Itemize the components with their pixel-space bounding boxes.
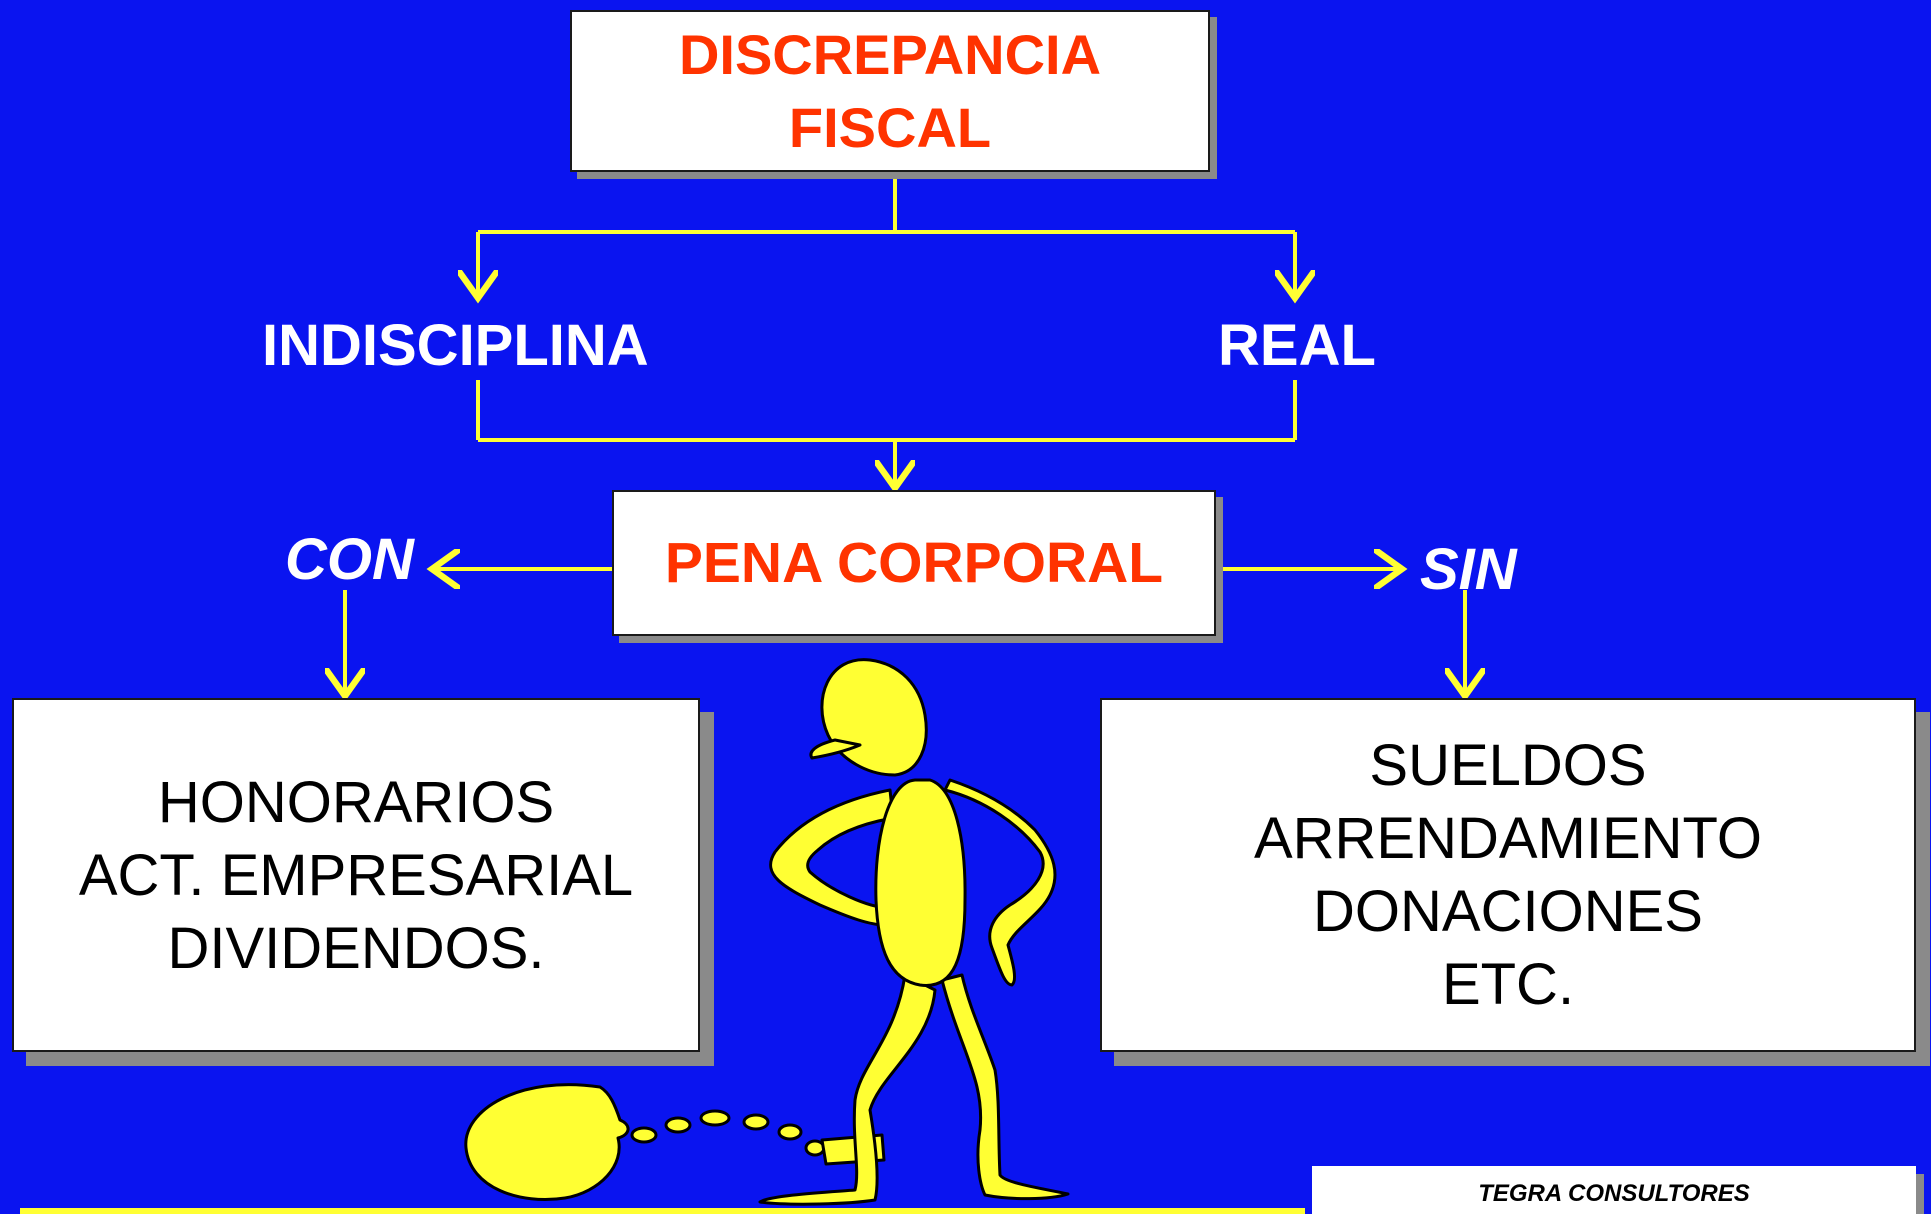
top-box-line2: FISCAL [788, 96, 992, 159]
con-item-3: DIVIDENDOS. [167, 915, 545, 981]
sin-item-3: DONACIONES [1313, 879, 1703, 944]
real-label: REAL [1218, 313, 1376, 378]
sin-list-box: SUELDOS ARRENDAMIENTO DONACIONES ETC. [1100, 698, 1916, 1052]
ball-icon [464, 1083, 630, 1202]
sin-label: SIN [1420, 537, 1517, 602]
sin-item-4: ETC. [1441, 952, 1575, 1017]
pena-corporal-box: PENA CORPORAL [612, 490, 1216, 636]
con-label: CON [285, 527, 414, 592]
discrepancia-fiscal-box: DISCREPANCIA FISCAL [570, 10, 1210, 172]
top-box-line1: DISCREPANCIA [678, 23, 1102, 86]
con-list-box: HONORARIOS ACT. EMPRESARIAL DIVIDENDOS. [12, 698, 700, 1052]
pena-corporal-text: PENA CORPORAL [664, 531, 1164, 595]
tegra-consultores-text: TEGRA CONSULTORES [1478, 1180, 1750, 1207]
con-item-2: ACT. EMPRESARIAL [78, 842, 634, 908]
con-item-1: HONORARIOS [157, 769, 555, 835]
bottom-banner-strip [20, 1208, 1305, 1214]
sin-item-1: SUELDOS [1369, 733, 1647, 798]
footer-credit-box: TEGRA CONSULTORES [1312, 1166, 1916, 1214]
sin-item-2: ARRENDAMIENTO [1253, 806, 1763, 871]
indisciplina-label: INDISCIPLINA [262, 313, 649, 378]
